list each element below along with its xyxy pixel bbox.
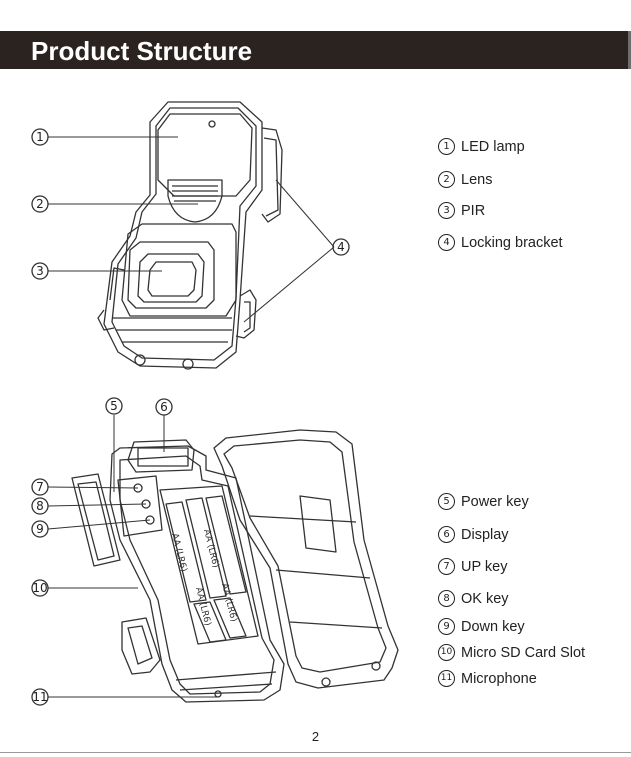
callout-1: 1 bbox=[36, 130, 44, 144]
legend-label: Micro SD Card Slot bbox=[461, 645, 585, 661]
legend-num-3: 3 bbox=[438, 202, 455, 219]
callout-5: 5 bbox=[110, 399, 118, 413]
legend-item-down-key: 9 Down key bbox=[438, 618, 525, 635]
battery-label-1: AA (LR6) bbox=[169, 532, 188, 573]
callout-10: 10 bbox=[32, 581, 47, 595]
legend-num-7: 7 bbox=[438, 558, 455, 575]
page-number: 2 bbox=[0, 729, 631, 744]
leaders-bottom bbox=[48, 415, 218, 697]
legend-item-display: 6 Display bbox=[438, 526, 509, 543]
callout-11: 11 bbox=[32, 690, 47, 704]
battery-label-4: AA (LR6) bbox=[219, 582, 238, 623]
battery-label-2: AA (LR6) bbox=[201, 528, 220, 569]
legend-label: Down key bbox=[461, 619, 525, 635]
legend-label: LED lamp bbox=[461, 139, 525, 155]
callout-3: 3 bbox=[36, 264, 44, 278]
legend-item-locking-bracket: 4 Locking bracket bbox=[438, 234, 563, 251]
legend-item-micro-sd-slot: 10 Micro SD Card Slot bbox=[438, 644, 585, 661]
legend-item-led-lamp: 1 LED lamp bbox=[438, 138, 525, 155]
legend-num-4: 4 bbox=[438, 234, 455, 251]
camera-body bbox=[98, 102, 282, 369]
legend-label: Lens bbox=[461, 172, 492, 188]
legend-item-pir: 3 PIR bbox=[438, 202, 485, 219]
callout-7: 7 bbox=[36, 480, 44, 494]
callout-6: 6 bbox=[160, 400, 168, 414]
camera-open-illustration bbox=[72, 430, 398, 702]
legend-label: OK key bbox=[461, 591, 509, 607]
legend-num-2: 2 bbox=[438, 171, 455, 188]
legend-label: UP key bbox=[461, 559, 507, 575]
legend-item-power-key: 5 Power key bbox=[438, 493, 529, 510]
legend-num-5: 5 bbox=[438, 493, 455, 510]
callout-8: 8 bbox=[36, 499, 44, 513]
legend-label: Display bbox=[461, 527, 509, 543]
legend-label: Microphone bbox=[461, 671, 537, 687]
legend-label: Locking bracket bbox=[461, 235, 563, 251]
legend-num-9: 9 bbox=[438, 618, 455, 635]
legend-item-ok-key: 8 OK key bbox=[438, 590, 509, 607]
legend-item-lens: 2 Lens bbox=[438, 171, 492, 188]
legend-num-1: 1 bbox=[438, 138, 455, 155]
callout-4: 4 bbox=[337, 240, 345, 254]
legend-num-6: 6 bbox=[438, 526, 455, 543]
leaders-top bbox=[48, 137, 334, 322]
callout-2: 2 bbox=[36, 197, 44, 211]
footer-divider bbox=[0, 752, 631, 753]
legend-num-8: 8 bbox=[438, 590, 455, 607]
legend-item-up-key: 7 UP key bbox=[438, 558, 507, 575]
legend-num-11: 11 bbox=[438, 670, 455, 687]
legend-num-10: 10 bbox=[438, 644, 455, 661]
battery-label-3: AA (LR6) bbox=[193, 586, 212, 627]
callout-9: 9 bbox=[36, 522, 44, 536]
legend-label: Power key bbox=[461, 494, 529, 510]
legend-item-microphone: 11 Microphone bbox=[438, 670, 537, 687]
legend-label: PIR bbox=[461, 203, 485, 219]
